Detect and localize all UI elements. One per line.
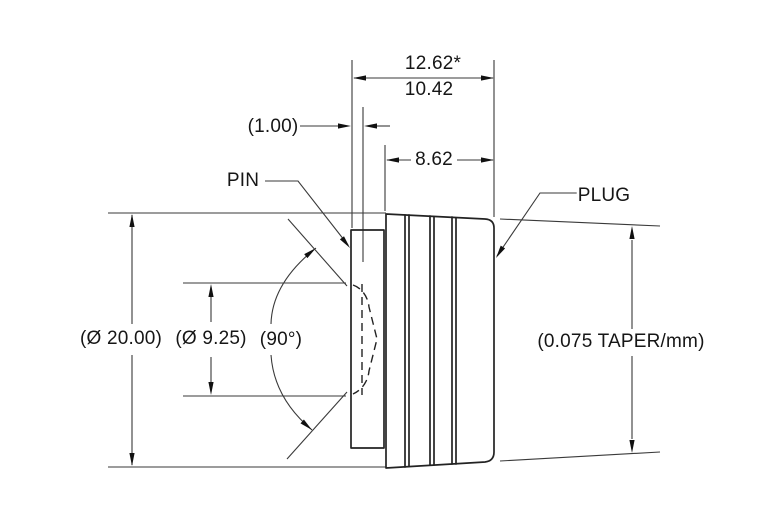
dim-taper: (0.075 TAPER/mm) — [536, 331, 706, 353]
dim-outer-diameter: (Ø 20.00) — [78, 328, 164, 350]
dimension-lines — [129, 75, 635, 466]
plug-outline — [385, 213, 495, 469]
dim-pin-wall: (1.00) — [246, 116, 300, 138]
dim-length-gauge: 10.42 — [403, 79, 455, 101]
leader-lines — [265, 180, 578, 258]
plug-leader — [496, 192, 578, 257]
dim-cone-angle: (90°) — [258, 329, 304, 351]
hidden-cone — [352, 284, 378, 395]
plug-label: PLUG — [576, 185, 632, 207]
plug-ribs — [404, 214, 457, 468]
pin-outline — [350, 229, 385, 449]
dim-cone-diameter: (Ø 9.25) — [174, 328, 248, 350]
pin-label: PIN — [225, 170, 261, 192]
dim-overall-length: 12.62* — [403, 53, 463, 75]
pin-leader — [265, 180, 349, 246]
dim-plug-length: 8.62 — [414, 149, 454, 171]
extension-lines — [108, 60, 661, 468]
